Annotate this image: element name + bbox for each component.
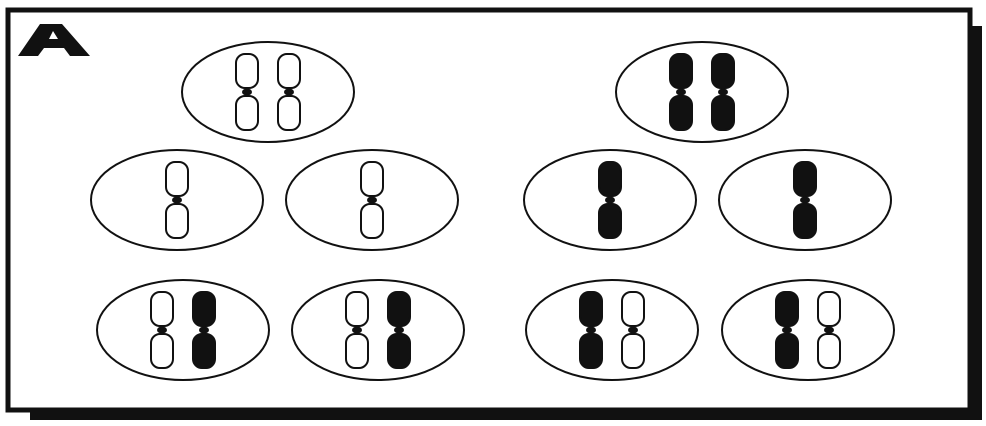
chromatid-arm-upper bbox=[794, 162, 816, 196]
chromatid-arm-upper bbox=[236, 54, 258, 88]
centromere bbox=[394, 327, 404, 334]
chromatid-arm-lower bbox=[193, 334, 215, 368]
chromatid-arm-upper bbox=[361, 162, 383, 196]
product-cell-left-2 bbox=[292, 280, 464, 380]
centromere bbox=[586, 327, 596, 334]
chromatid-arm-lower bbox=[818, 334, 840, 368]
chromatid-arm-upper bbox=[599, 162, 621, 196]
chromatid-arm-lower bbox=[361, 204, 383, 238]
chromatid-arm-upper bbox=[670, 54, 692, 88]
product-cell-right-1 bbox=[526, 280, 698, 380]
chromatid-arm-lower bbox=[670, 96, 692, 130]
chromatid-arm-upper bbox=[818, 292, 840, 326]
chromatid-arm-lower bbox=[794, 204, 816, 238]
cell-membrane bbox=[182, 42, 354, 142]
centromere bbox=[284, 89, 294, 96]
centromere bbox=[605, 197, 615, 204]
centromere bbox=[628, 327, 638, 334]
centromere bbox=[782, 327, 792, 334]
daughter-cell-left-1 bbox=[91, 150, 263, 250]
chromatid-arm-upper bbox=[388, 292, 410, 326]
chromatid-arm-lower bbox=[278, 96, 300, 130]
chromatid-arm-lower bbox=[776, 334, 798, 368]
chromatid-arm-upper bbox=[166, 162, 188, 196]
cell-membrane bbox=[526, 280, 698, 380]
centromere bbox=[157, 327, 167, 334]
chromatid-arm-upper bbox=[193, 292, 215, 326]
centromere bbox=[199, 327, 209, 334]
daughter-cell-right-1 bbox=[524, 150, 696, 250]
parent-cell-left bbox=[182, 42, 354, 142]
centromere bbox=[242, 89, 252, 96]
chromatid-arm-lower bbox=[346, 334, 368, 368]
centromere bbox=[352, 327, 362, 334]
chromatid-arm-upper bbox=[151, 292, 173, 326]
cell-membrane bbox=[616, 42, 788, 142]
chromatid-arm-upper bbox=[346, 292, 368, 326]
chromatid-arm-lower bbox=[622, 334, 644, 368]
chromatid-arm-upper bbox=[776, 292, 798, 326]
chromatid-arm-lower bbox=[166, 204, 188, 238]
daughter-cell-right-2 bbox=[719, 150, 891, 250]
chromatid-arm-upper bbox=[622, 292, 644, 326]
product-cell-left-1 bbox=[97, 280, 269, 380]
centromere bbox=[676, 89, 686, 96]
cell-membrane bbox=[292, 280, 464, 380]
chromatid-arm-lower bbox=[712, 96, 734, 130]
centromere bbox=[172, 197, 182, 204]
daughter-cell-left-2 bbox=[286, 150, 458, 250]
cell-membrane bbox=[97, 280, 269, 380]
chromatid-arm-upper bbox=[278, 54, 300, 88]
centromere bbox=[367, 197, 377, 204]
chromatid-arm-upper bbox=[580, 292, 602, 326]
chromatid-arm-lower bbox=[236, 96, 258, 130]
centromere bbox=[718, 89, 728, 96]
chromatid-arm-lower bbox=[151, 334, 173, 368]
parent-cell-right bbox=[616, 42, 788, 142]
cell-membrane bbox=[722, 280, 894, 380]
centromere bbox=[824, 327, 834, 334]
chromatid-arm-lower bbox=[599, 204, 621, 238]
product-cell-right-2 bbox=[722, 280, 894, 380]
chromatid-arm-lower bbox=[580, 334, 602, 368]
centromere bbox=[800, 197, 810, 204]
chromatid-arm-upper bbox=[712, 54, 734, 88]
chromatid-arm-lower bbox=[388, 334, 410, 368]
